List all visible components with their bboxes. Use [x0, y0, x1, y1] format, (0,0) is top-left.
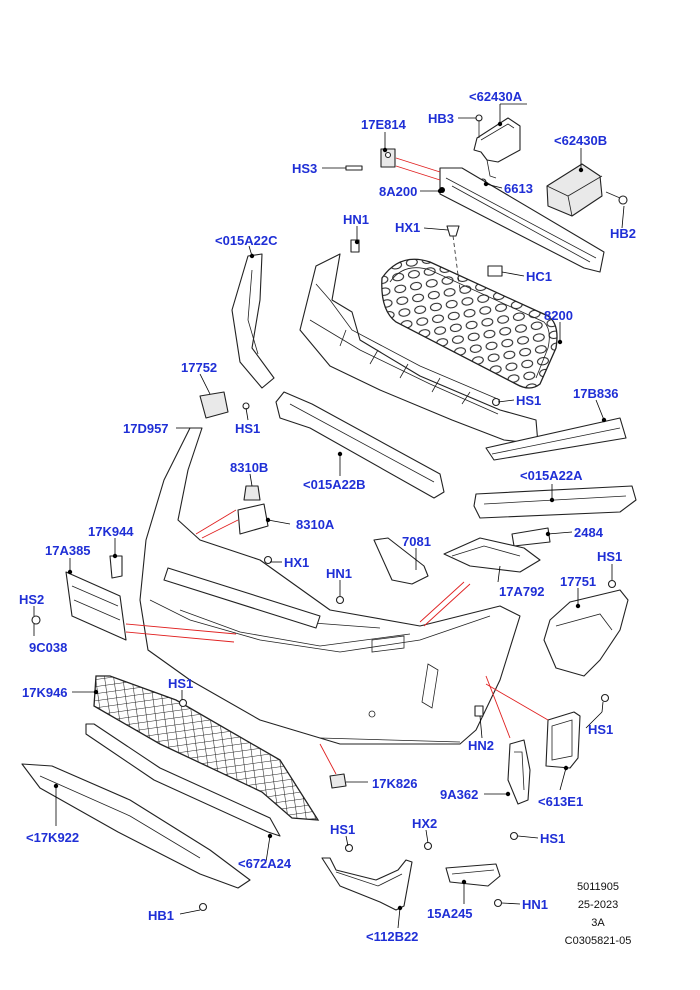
label-17k826: 17K826: [372, 776, 418, 791]
assembly-dashline: [452, 235, 461, 291]
label-015a22a: <015A22A: [520, 468, 583, 483]
plate-bracket-17a385: [65, 571, 127, 641]
red-connection-lines: [125, 157, 549, 775]
reference-block: 5011905 25-2023 3A C0305821-05: [565, 881, 632, 947]
reference-revision: 3A: [591, 917, 605, 929]
upper-bumper-frame: [299, 253, 539, 445]
label-hs1-17752: HS1: [235, 421, 260, 436]
label-hs2: HS2: [19, 592, 44, 607]
trim-672a24: [85, 723, 281, 837]
label-17k944: 17K944: [88, 524, 134, 539]
label-8a200: 8A200: [379, 184, 417, 199]
bracket-62430a: [473, 114, 521, 186]
reference-number: 5011905: [577, 881, 619, 893]
label-17d957: 17D957: [123, 421, 169, 436]
bracket-112b22: [321, 857, 413, 911]
label-015a22c: <015A22C: [215, 233, 278, 248]
label-17k946: 17K946: [22, 685, 68, 700]
label-17751: 17751: [560, 574, 596, 589]
callout-labels: <62430A HB3 17E814 <62430B HS3 8A200 661…: [19, 89, 636, 944]
label-015a22b: <015A22B: [303, 477, 366, 492]
label-hc1: HC1: [526, 269, 552, 284]
label-hs1-lamp: HS1: [588, 722, 613, 737]
nut-hn2: [474, 705, 484, 717]
fastener-hx1-top: [446, 225, 460, 237]
label-8310a: 8310A: [296, 517, 335, 532]
skid-plate-17k922: [21, 763, 251, 889]
label-hx2: HX2: [412, 816, 437, 831]
bumper-cover: [139, 427, 521, 745]
leader-lines: [33, 103, 625, 929]
screw-hs3: [345, 165, 363, 171]
bracket-62430b: [546, 163, 628, 217]
label-672a24: <672A24: [238, 856, 292, 871]
label-7081: 7081: [402, 534, 431, 549]
screw-hs1-lower: [178, 698, 188, 708]
bracket-15a245: [445, 863, 501, 887]
reference-code: C0305821-05: [565, 935, 632, 947]
absorber-015a22b: [275, 391, 445, 499]
bracket-17752: [199, 391, 250, 419]
label-hb3: HB3: [428, 111, 454, 126]
bezel-9a362: [507, 739, 531, 805]
label-hs1-duct: HS1: [597, 549, 622, 564]
label-hb2: HB2: [610, 226, 636, 241]
label-hx1-top: HX1: [395, 220, 420, 235]
label-9c038: 9C038: [29, 640, 67, 655]
label-62430a: <62430A: [469, 89, 523, 104]
label-17a385: 17A385: [45, 543, 91, 558]
label-17752: 17752: [181, 360, 217, 375]
label-613e1: <613E1: [538, 794, 583, 809]
label-8200: 8200: [544, 308, 573, 323]
label-2484: 2484: [574, 525, 604, 540]
lower-grille-17k946: [93, 675, 320, 821]
label-62430b: <62430B: [554, 133, 607, 148]
label-hb1: HB1: [148, 908, 174, 923]
label-17e814: 17E814: [361, 117, 407, 132]
cap-8310b: [243, 485, 261, 501]
cover-8310a: [237, 503, 269, 535]
duct-17751: [543, 589, 629, 677]
label-17k922: <17K922: [26, 830, 79, 845]
nut-hn1-top: [350, 239, 360, 253]
fasteners: [198, 397, 617, 912]
label-hn1-bumper: HN1: [326, 566, 352, 581]
beam-17b836: [485, 417, 627, 461]
label-112b22: <112B22: [366, 929, 418, 944]
label-hx1-bumper: HX1: [284, 555, 309, 570]
screw-hs2: [31, 615, 41, 625]
label-17a792: 17A792: [499, 584, 545, 599]
label-9a362: 9A362: [440, 787, 478, 802]
bracket-7081: [373, 537, 429, 585]
reference-date: 25-2023: [578, 899, 618, 911]
label-hn1-bottom: HN1: [522, 897, 548, 912]
label-hn1-top: HN1: [343, 212, 369, 227]
cap-2484: [511, 527, 551, 547]
clip-hc1: [487, 265, 503, 277]
clip-17e814: [380, 148, 396, 168]
label-17b836: 17B836: [573, 386, 619, 401]
label-hn2: HN2: [468, 738, 494, 753]
label-hs1-bottom-left: HS1: [330, 822, 355, 837]
label-hs1-bottom-right: HS1: [540, 831, 565, 846]
bracket-17k944: [109, 555, 123, 579]
clip-17k826: [329, 773, 347, 789]
strip-015a22c: [231, 253, 275, 389]
label-hs1-grille: HS1: [516, 393, 541, 408]
upper-beam-8a200: [439, 167, 605, 273]
lamp-613e1: [545, 711, 581, 769]
label-hs3: HS3: [292, 161, 317, 176]
grille-8200: [381, 258, 558, 389]
label-6613: 6613: [504, 181, 533, 196]
label-15a245: 15A245: [427, 906, 473, 921]
absorber-015a22a: [473, 485, 637, 519]
label-hs1-lower-grille: HS1: [168, 676, 193, 691]
leader-dots: [53, 121, 607, 911]
label-8310b: 8310B: [230, 460, 268, 475]
housing-17a792: [443, 537, 541, 573]
